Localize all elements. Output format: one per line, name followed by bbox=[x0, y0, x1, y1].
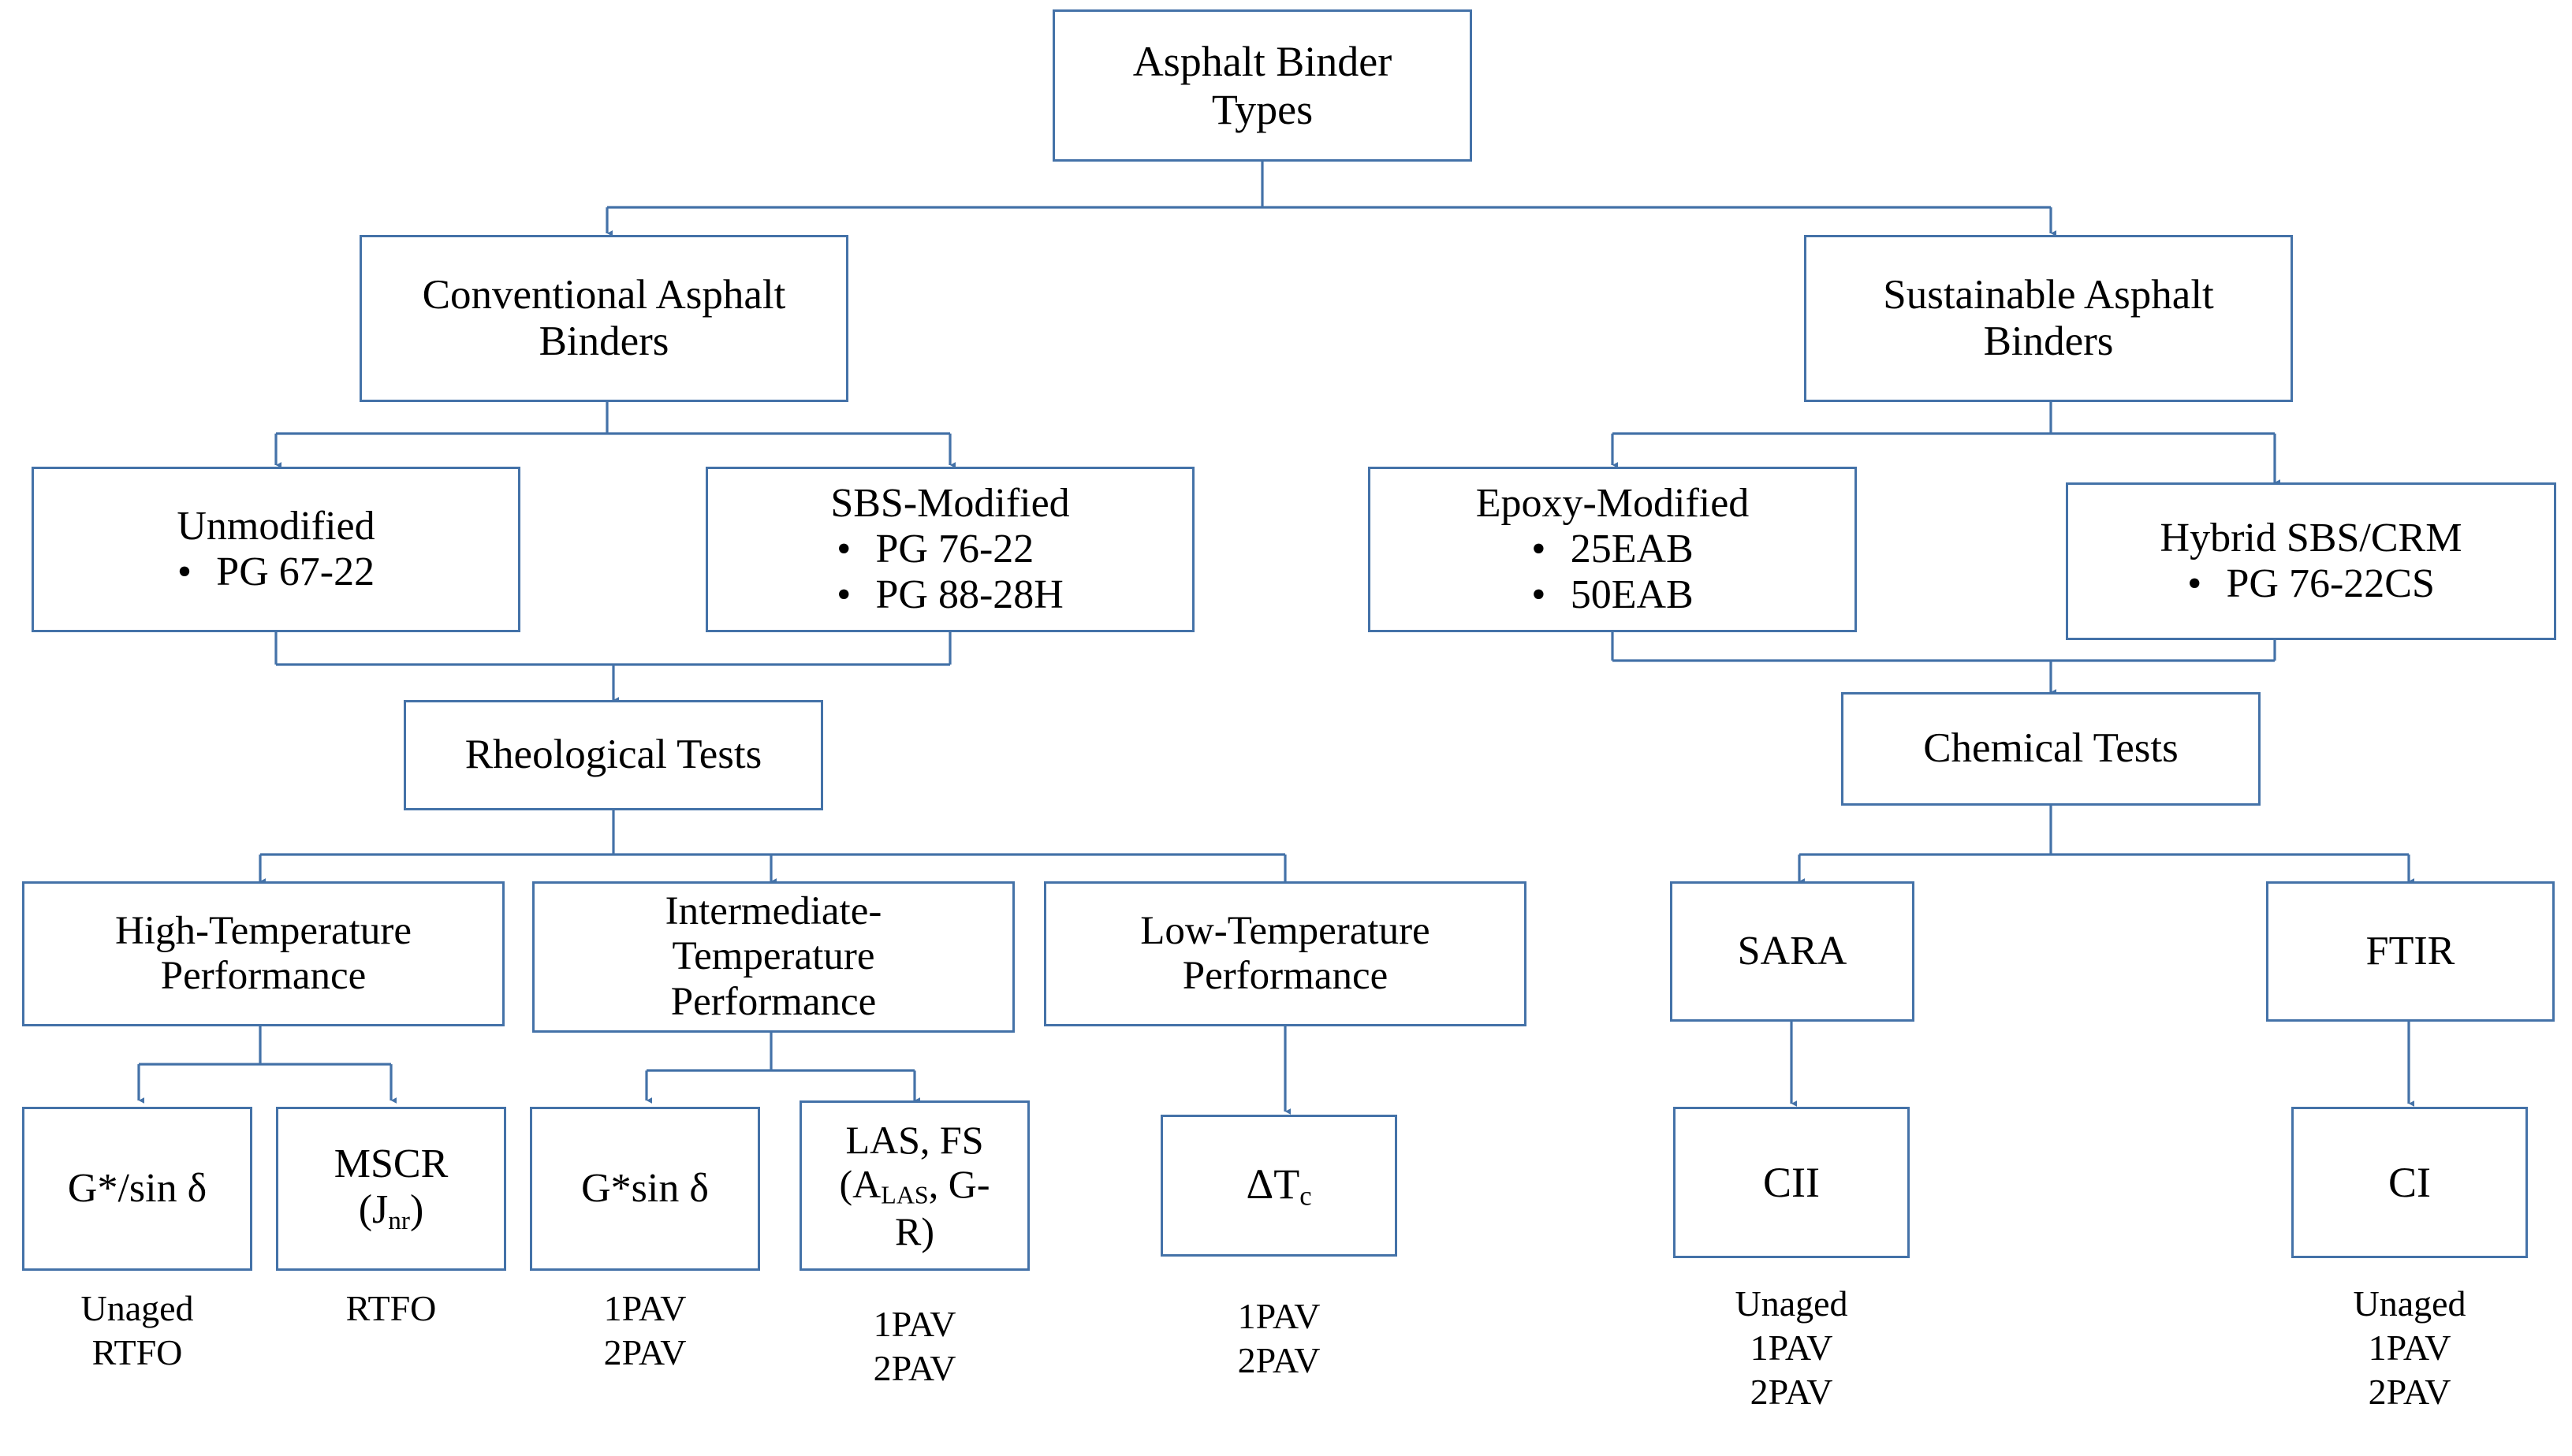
node-chemical-tests[interactable]: Chemical Tests bbox=[1841, 692, 2261, 806]
bullet-item: PG 67-22 bbox=[177, 549, 375, 595]
bullet-list: PG 76-22 PG 88-28H bbox=[837, 527, 1064, 619]
node-label: Hybrid SBS/CRM bbox=[2160, 515, 2462, 560]
node-label-line2: (Jnr) bbox=[358, 1187, 424, 1236]
node-label: Low-Temperature Performance bbox=[1140, 908, 1430, 998]
node-label: FTIR bbox=[2365, 928, 2455, 974]
node-g-star-over-sin-delta[interactable]: G*/sin δ bbox=[22, 1107, 252, 1271]
bullet-item: PG 76-22 bbox=[837, 527, 1064, 572]
node-delta-tc[interactable]: ΔTc bbox=[1161, 1115, 1397, 1257]
caption-ci-aging: Unaged 1PAV 2PAV bbox=[2353, 1283, 2466, 1413]
node-conventional-asphalt-binders[interactable]: Conventional Asphalt Binders bbox=[360, 235, 848, 402]
node-label-line2: (ALAS, G- bbox=[839, 1161, 990, 1209]
bullet-item: PG 88-28H bbox=[837, 572, 1064, 618]
node-high-temperature-performance[interactable]: High-Temperature Performance bbox=[22, 881, 505, 1026]
node-label: Rheological Tests bbox=[464, 732, 762, 778]
node-label: SBS-Modified bbox=[830, 480, 1070, 526]
bullet-item: 25EAB bbox=[1531, 527, 1693, 572]
node-label: SARA bbox=[1737, 928, 1847, 974]
node-label: Epoxy-Modified bbox=[1475, 480, 1750, 526]
node-label-line3: R) bbox=[895, 1209, 934, 1254]
node-g-star-sin-delta[interactable]: G*sin δ bbox=[530, 1107, 760, 1271]
node-sustainable-asphalt-binders[interactable]: Sustainable Asphalt Binders bbox=[1804, 235, 2293, 402]
node-label: Asphalt Binder Types bbox=[1132, 38, 1392, 133]
caption-g-star-over-sin-delta-aging: Unaged RTFO bbox=[80, 1288, 194, 1373]
node-sbs-modified[interactable]: SBS-Modified PG 76-22 PG 88-28H bbox=[706, 467, 1195, 632]
node-hybrid-sbs-crm[interactable]: Hybrid SBS/CRM PG 76-22CS bbox=[2066, 482, 2556, 640]
node-ftir[interactable]: FTIR bbox=[2266, 881, 2555, 1022]
node-label: Conventional Asphalt Binders bbox=[422, 271, 786, 364]
node-label: G*sin δ bbox=[581, 1165, 709, 1211]
bullet-list: PG 76-22CS bbox=[2187, 561, 2435, 607]
node-label: Unmodified bbox=[177, 503, 375, 549]
bullet-list: PG 67-22 bbox=[177, 549, 375, 595]
node-las-fs[interactable]: LAS, FS (ALAS, G- R) bbox=[800, 1100, 1030, 1271]
node-intermediate-temperature-performance[interactable]: Intermediate- Temperature Performance bbox=[532, 881, 1015, 1033]
node-label: G*/sin δ bbox=[67, 1165, 207, 1211]
node-label: Chemical Tests bbox=[1923, 725, 2179, 772]
node-label: Intermediate- Temperature Performance bbox=[665, 889, 882, 1024]
bullet-item: PG 76-22CS bbox=[2187, 561, 2435, 607]
node-ci[interactable]: CI bbox=[2291, 1107, 2528, 1258]
node-label: ΔTc bbox=[1246, 1160, 1312, 1211]
caption-delta-tc-aging: 1PAV 2PAV bbox=[1237, 1296, 1321, 1381]
caption-mscr-aging: RTFO bbox=[345, 1288, 437, 1328]
node-rheological-tests[interactable]: Rheological Tests bbox=[404, 700, 823, 810]
node-label: CII bbox=[1763, 1158, 1820, 1206]
node-label: Sustainable Asphalt Binders bbox=[1883, 271, 2214, 364]
caption-cii-aging: Unaged 1PAV 2PAV bbox=[1735, 1283, 1848, 1413]
node-low-temperature-performance[interactable]: Low-Temperature Performance bbox=[1044, 881, 1526, 1026]
bullet-list: 25EAB 50EAB bbox=[1531, 527, 1693, 619]
node-asphalt-binder-types[interactable]: Asphalt Binder Types bbox=[1053, 9, 1472, 162]
node-label: High-Temperature Performance bbox=[115, 908, 412, 998]
caption-g-star-sin-delta-aging: 1PAV 2PAV bbox=[603, 1288, 687, 1373]
node-cii[interactable]: CII bbox=[1673, 1107, 1910, 1258]
node-epoxy-modified[interactable]: Epoxy-Modified 25EAB 50EAB bbox=[1368, 467, 1857, 632]
node-unmodified[interactable]: Unmodified PG 67-22 bbox=[32, 467, 520, 632]
caption-las-fs-aging: 1PAV 2PAV bbox=[873, 1304, 956, 1389]
node-label-line1: LAS, FS bbox=[845, 1117, 984, 1162]
node-mscr-jnr[interactable]: MSCR (Jnr) bbox=[276, 1107, 506, 1271]
node-label-line1: MSCR bbox=[334, 1141, 449, 1187]
node-label: CI bbox=[2388, 1158, 2431, 1206]
bullet-item: 50EAB bbox=[1531, 572, 1693, 618]
node-sara[interactable]: SARA bbox=[1670, 881, 1914, 1022]
